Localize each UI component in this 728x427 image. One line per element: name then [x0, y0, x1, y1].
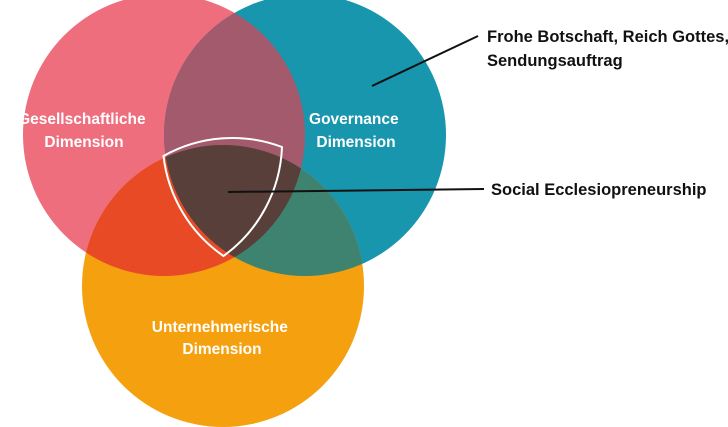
- leader-line-social-ecclesiopreneurship: [227, 188, 485, 193]
- annotation-social-ecclesiopreneurship: Social Ecclesiopreneurship: [491, 181, 707, 199]
- label-gesellschaftlich: Gesellschaftliche Dimension: [18, 111, 150, 151]
- label-unternehmerisch: Unternehmerische Dimension: [152, 319, 292, 358]
- overlap-bc-group: [164, 145, 364, 276]
- annotation-frohe-botschaft: Frohe Botschaft, Reich Gottes, Sendungsa…: [487, 28, 728, 70]
- overlap-governance-unternehmerisch: [164, 145, 364, 276]
- leader-line-frohe-botschaft: [371, 35, 479, 87]
- label-governance: Governance Dimension: [309, 111, 403, 151]
- center-outline: [162, 137, 284, 258]
